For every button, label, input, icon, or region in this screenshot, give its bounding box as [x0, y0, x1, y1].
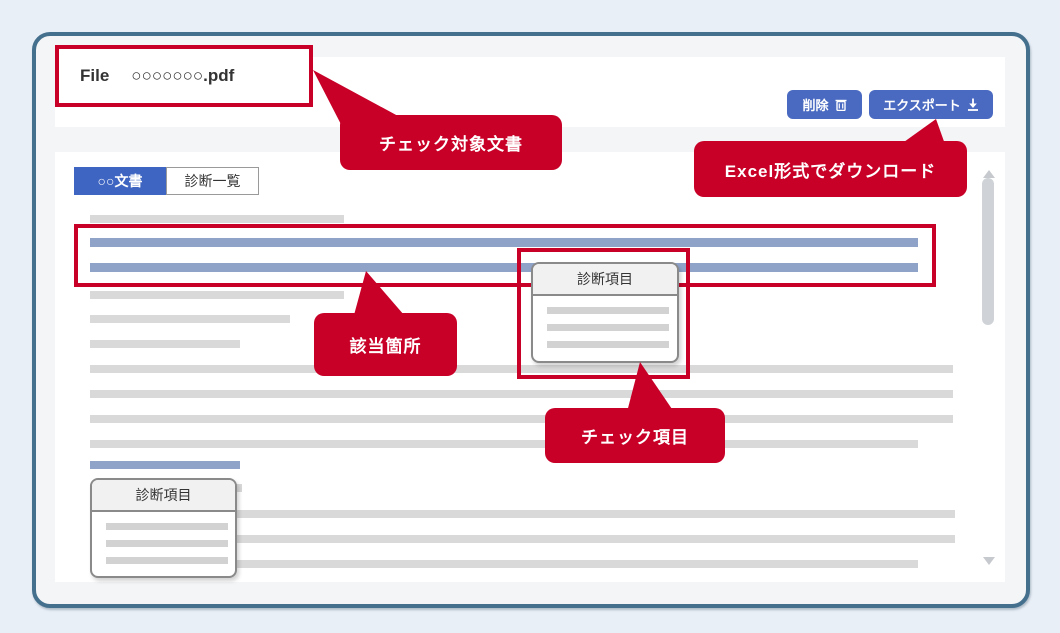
doc-line — [90, 440, 918, 448]
delete-button[interactable]: 削除 — [787, 90, 862, 119]
doc-line — [90, 560, 918, 568]
doc-line — [90, 291, 344, 299]
callout-target-document: チェック対象文書 — [340, 115, 562, 170]
diagnosis-tooltip-title: 診断項目 — [533, 264, 677, 296]
highlighted-line[interactable] — [90, 461, 240, 469]
tooltip-line — [547, 307, 669, 314]
annotation-rect-check-item — [517, 248, 690, 379]
tab-document-label: ○○文書 — [97, 173, 143, 189]
delete-button-label: 削除 — [802, 98, 829, 113]
highlighted-line[interactable] — [90, 263, 918, 272]
tab-diagnosis-list[interactable]: 診断一覧 — [166, 167, 259, 195]
trash-icon — [835, 98, 847, 111]
tooltip-line — [106, 540, 228, 547]
tooltip-line — [547, 341, 669, 348]
doc-line — [90, 535, 955, 543]
tooltip-line — [106, 557, 228, 564]
callout-excel-download-label: Excel形式でダウンロード — [724, 161, 937, 181]
scrollbar-thumb[interactable] — [982, 178, 994, 325]
tooltip-line — [106, 523, 228, 530]
tab-diagnosis-list-label: 診断一覧 — [184, 173, 241, 189]
tab-document[interactable]: ○○文書 — [74, 167, 166, 195]
download-icon — [967, 98, 979, 111]
doc-line — [90, 415, 953, 423]
diagnosis-tooltip-body — [92, 512, 235, 564]
doc-line — [90, 390, 953, 398]
doc-line — [90, 510, 955, 518]
callout-target-document-label: チェック対象文書 — [379, 135, 523, 154]
doc-line — [90, 340, 240, 348]
highlighted-line[interactable] — [90, 238, 918, 247]
diagnosis-tooltip-bottom: 診断項目 — [90, 478, 237, 578]
file-name: ○○○○○○○.pdf — [131, 66, 235, 85]
doc-line — [90, 315, 290, 323]
diagnosis-tooltip-middle: 診断項目 — [531, 262, 679, 363]
callout-check-item: チェック項目 — [545, 408, 725, 463]
file-name-box: File ○○○○○○○.pdf — [55, 45, 313, 107]
scroll-up-arrow-icon[interactable] — [983, 170, 995, 178]
tooltip-line — [547, 324, 669, 331]
doc-line — [90, 215, 344, 223]
callout-excel-download: Excel形式でダウンロード — [694, 141, 967, 197]
callout-check-item-label: チェック項目 — [581, 428, 689, 447]
callout-matched-part-label: 該当箇所 — [349, 337, 422, 356]
doc-line — [90, 365, 953, 373]
callout-matched-part: 該当箇所 — [314, 313, 457, 376]
diagnosis-tooltip-title: 診断項目 — [92, 480, 235, 512]
annotation-rect-matched-lines — [74, 224, 936, 287]
export-button[interactable]: エクスポート — [869, 90, 993, 119]
export-button-label: エクスポート — [883, 98, 961, 113]
scroll-down-arrow-icon[interactable] — [983, 557, 995, 565]
diagnosis-tooltip-body — [533, 296, 677, 348]
file-label: File — [80, 66, 110, 85]
